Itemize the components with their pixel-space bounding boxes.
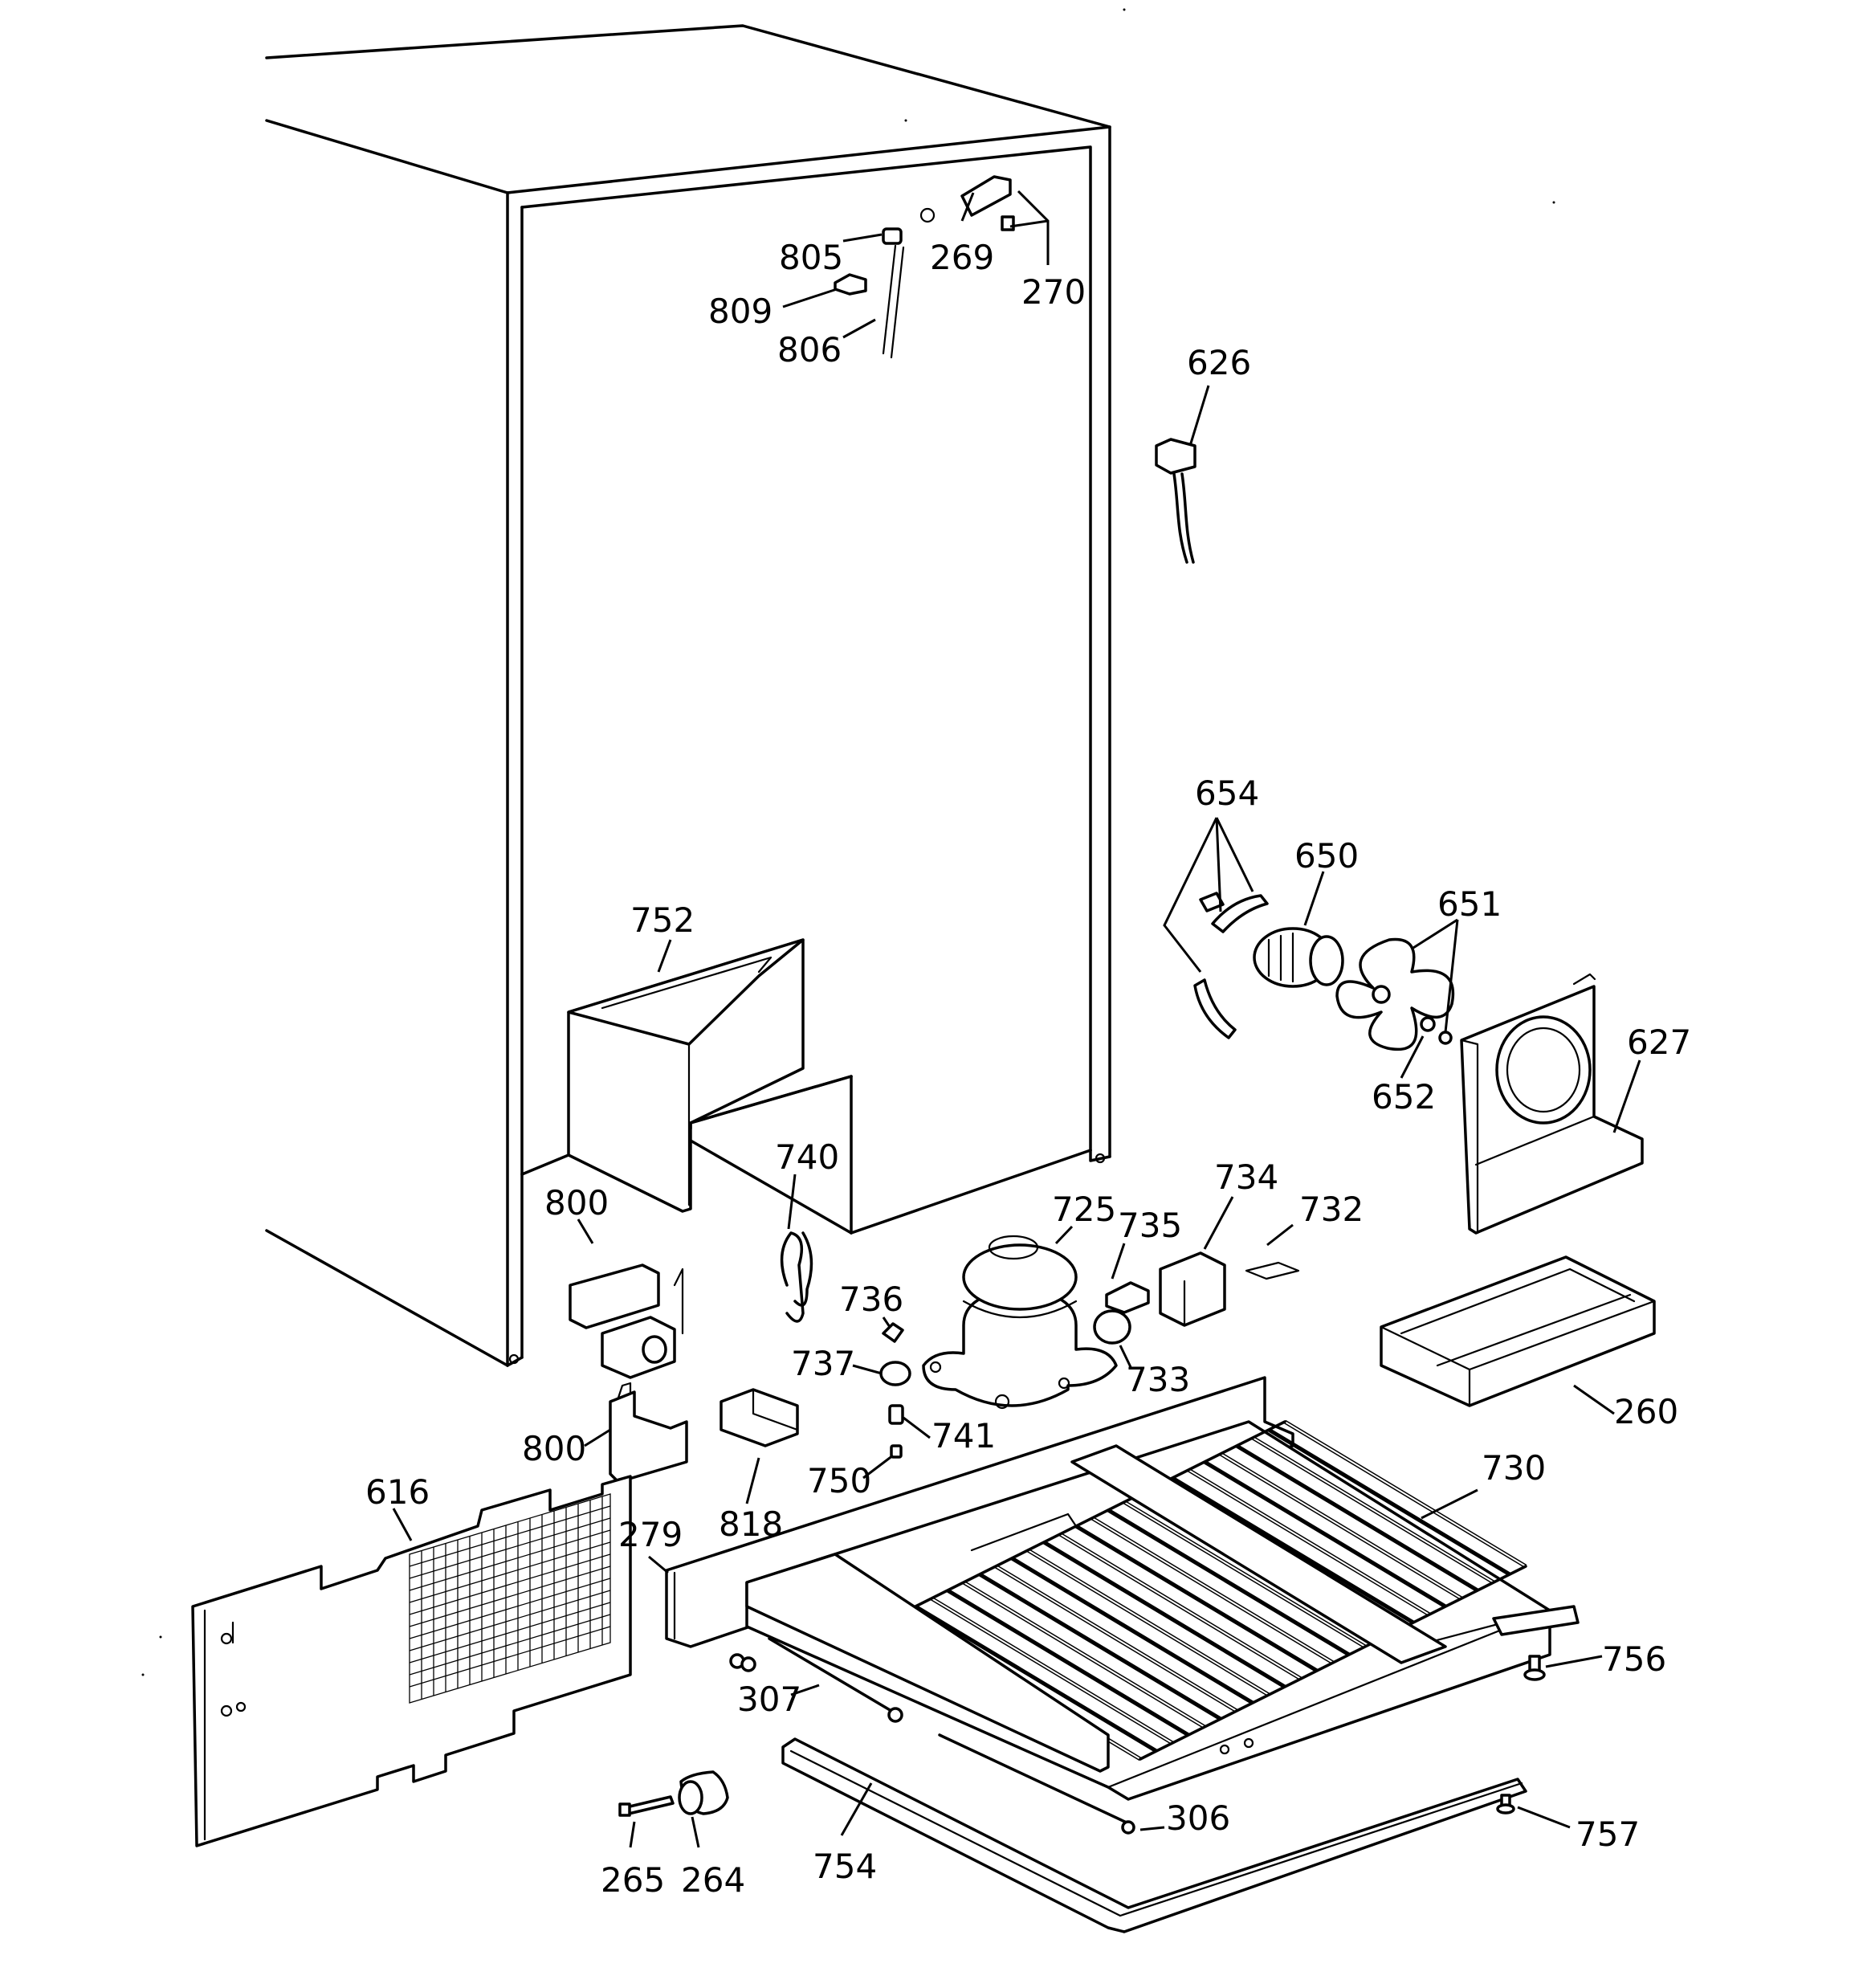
label-265: 265	[601, 1860, 665, 1900]
label-626: 626	[1187, 343, 1251, 382]
label-306: 306	[1166, 1798, 1230, 1838]
label-733: 733	[1126, 1360, 1190, 1399]
label-737: 737	[791, 1344, 855, 1383]
condenser-fan-assembly	[1193, 892, 1644, 1235]
label-270: 270	[1021, 272, 1086, 312]
water-valve-parts	[569, 1263, 799, 1484]
scan-specks	[141, 8, 1555, 1676]
label-752: 752	[630, 900, 695, 940]
grille-mesh	[409, 1493, 611, 1704]
label-800-valve: 800	[544, 1183, 609, 1223]
compressor-and-electrical-parts	[780, 1231, 1300, 1459]
label-736: 736	[839, 1280, 903, 1319]
feet-and-roller	[618, 1655, 1546, 1817]
label-741: 741	[932, 1416, 996, 1455]
label-652: 652	[1372, 1077, 1436, 1116]
label-725: 725	[1052, 1190, 1116, 1229]
label-269: 269	[930, 238, 994, 277]
label-740: 740	[775, 1137, 839, 1177]
label-654: 654	[1195, 774, 1259, 813]
label-818: 818	[719, 1504, 783, 1544]
label-734: 734	[1214, 1157, 1278, 1197]
label-627: 627	[1627, 1023, 1691, 1062]
part-260-drain-pan	[1380, 1255, 1656, 1407]
label-650: 650	[1294, 836, 1359, 876]
label-616: 616	[365, 1472, 430, 1512]
part-752-drain-pan-cover	[567, 938, 853, 1213]
label-730: 730	[1482, 1448, 1546, 1488]
label-757: 757	[1576, 1815, 1640, 1854]
label-735: 735	[1118, 1206, 1182, 1245]
part-labels: 805 269 270 809 806 626 654 650 651 752 …	[365, 238, 1691, 1900]
label-732: 732	[1299, 1190, 1364, 1229]
label-809: 809	[708, 292, 773, 331]
label-800-bracket: 800	[522, 1429, 586, 1468]
label-805: 805	[779, 238, 843, 277]
label-651: 651	[1437, 884, 1502, 924]
label-279: 279	[618, 1515, 683, 1554]
label-806: 806	[777, 330, 842, 369]
base-pan-assembly	[665, 1376, 1580, 1933]
label-756: 756	[1602, 1639, 1666, 1679]
leader-lines	[392, 190, 1641, 1848]
label-260: 260	[1614, 1392, 1678, 1431]
label-307: 307	[737, 1680, 801, 1719]
label-754: 754	[813, 1847, 877, 1886]
water-line-parts	[834, 175, 1196, 564]
part-616-access-cover	[191, 1475, 632, 1847]
label-750: 750	[807, 1461, 871, 1500]
label-264: 264	[681, 1860, 745, 1900]
